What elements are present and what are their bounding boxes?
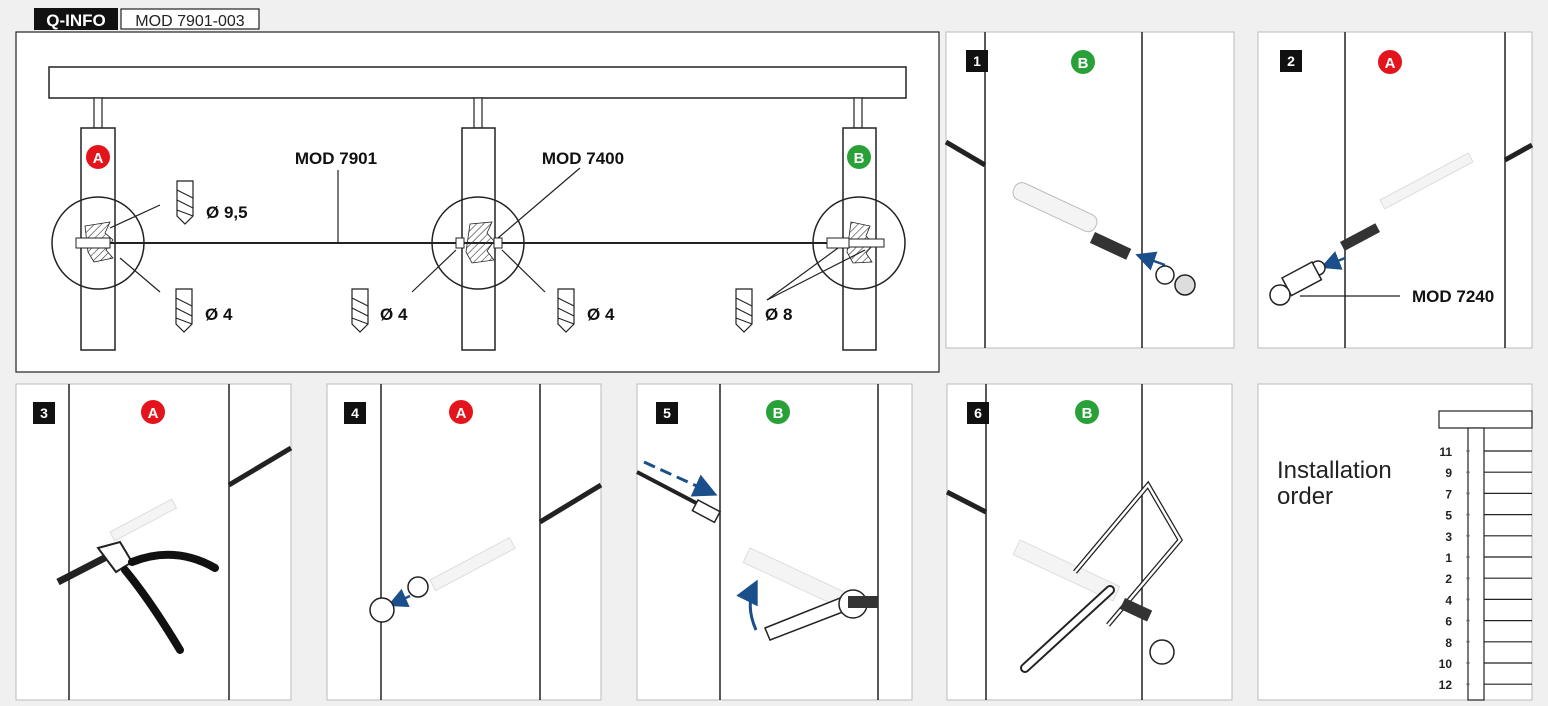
drill-mid-left: Ø 4 xyxy=(380,305,408,324)
drill-bit-icon xyxy=(351,288,369,333)
model-code-box xyxy=(120,8,260,30)
step-1-panel: 1 B xyxy=(944,31,1235,349)
step-3-number: 3 xyxy=(40,405,48,421)
label-connector: MOD 7400 xyxy=(542,149,624,168)
svg-text:B: B xyxy=(1078,55,1089,72)
marker-a-icon xyxy=(1378,50,1402,74)
step-1-number: 1 xyxy=(973,53,981,69)
drill-bit-icon xyxy=(735,288,753,333)
pull-arrow-icon xyxy=(643,460,718,497)
drill-bit-icon xyxy=(176,180,194,225)
step-4-number: 4 xyxy=(351,405,359,421)
installation-order-number: 11 xyxy=(1439,445,1452,459)
pliers-icon xyxy=(96,540,219,654)
step-6-panel: 6 B xyxy=(945,383,1233,701)
step-4-panel: 4 A xyxy=(326,383,603,701)
cable-anchor-dot xyxy=(1466,470,1470,474)
installation-order-number: 9 xyxy=(1445,466,1452,480)
installation-title-line2: order xyxy=(1277,483,1333,510)
marker-b-icon xyxy=(1071,50,1095,74)
cable-anchor-dot xyxy=(1466,597,1470,601)
cable-anchor-dot xyxy=(1466,513,1470,517)
cable-anchor-dot xyxy=(1466,619,1470,623)
marker-a-icon xyxy=(449,400,473,424)
step-6-number: 6 xyxy=(974,405,982,421)
svg-text:A: A xyxy=(456,405,467,422)
installation-order-number: 10 xyxy=(1439,657,1453,671)
installation-order-number: 1 xyxy=(1445,551,1452,565)
marker-a-icon xyxy=(141,400,165,424)
overview-panel: A B MOD 7901 MOD 7400 Ø 9,5 Ø 4 Ø 4 xyxy=(15,31,940,373)
marker-left-text: A xyxy=(93,150,104,167)
drill-left-bottom: Ø 4 xyxy=(205,305,233,324)
installation-order-number: 3 xyxy=(1445,530,1452,544)
step-2-part-label: MOD 7240 xyxy=(1412,287,1494,306)
marker-b-icon xyxy=(766,400,790,424)
cable-anchor-dot xyxy=(1466,449,1470,453)
rotate-arrow-icon xyxy=(736,579,758,631)
installation-order-number: 2 xyxy=(1445,572,1452,586)
cable-anchor-dot xyxy=(1466,682,1470,686)
saw-icon xyxy=(1020,480,1184,673)
svg-text:B: B xyxy=(1082,405,1093,422)
q-info-badge-text: Q-INFO xyxy=(46,11,106,30)
q-info-badge xyxy=(34,8,118,30)
step-2-number: 2 xyxy=(1287,53,1295,69)
step-2-panel: 2 A MOD 7240 xyxy=(1257,31,1534,349)
marker-a-icon xyxy=(86,145,110,169)
cable-anchor-dot xyxy=(1466,491,1470,495)
installation-order-number: 5 xyxy=(1445,509,1452,523)
header: Q-INFO MOD 7901-003 xyxy=(34,8,260,30)
step-5-panel: 5 B xyxy=(636,383,913,701)
detail-circle-left xyxy=(51,196,145,290)
cable-anchor-dot xyxy=(1466,576,1470,580)
cable-anchor-dot xyxy=(1466,661,1470,665)
drill-bit-icon xyxy=(557,288,575,333)
cable-anchor-dot xyxy=(1466,534,1470,538)
installation-order-number: 7 xyxy=(1445,487,1452,501)
drill-left-top: Ø 9,5 xyxy=(206,203,248,222)
installation-order-number: 6 xyxy=(1445,615,1452,629)
detail-circle-middle xyxy=(431,196,525,290)
model-code: MOD 7901-003 xyxy=(135,13,244,30)
step-5-number: 5 xyxy=(663,405,671,421)
marker-right-text: B xyxy=(854,150,865,167)
svg-text:B: B xyxy=(773,405,784,422)
marker-b-icon xyxy=(847,145,871,169)
cable-anchor-dot xyxy=(1466,640,1470,644)
svg-text:A: A xyxy=(1385,55,1396,72)
drill-bit-icon xyxy=(175,288,193,333)
installation-order-number: 12 xyxy=(1439,678,1453,692)
marker-b-icon xyxy=(1075,400,1099,424)
installation-order-number: 4 xyxy=(1445,593,1452,607)
handrail xyxy=(48,66,907,99)
cable-anchor-dot xyxy=(1466,555,1470,559)
installation-order-number: 8 xyxy=(1445,636,1452,650)
drill-mid-right: Ø 4 xyxy=(587,305,615,324)
drill-right: Ø 8 xyxy=(765,305,792,324)
label-cable: MOD 7901 xyxy=(295,149,377,168)
step-3-panel: 3 A xyxy=(15,383,293,701)
detail-circle-right xyxy=(812,196,906,290)
installation-title-line1: Installation xyxy=(1277,457,1392,484)
svg-text:A: A xyxy=(148,405,159,422)
